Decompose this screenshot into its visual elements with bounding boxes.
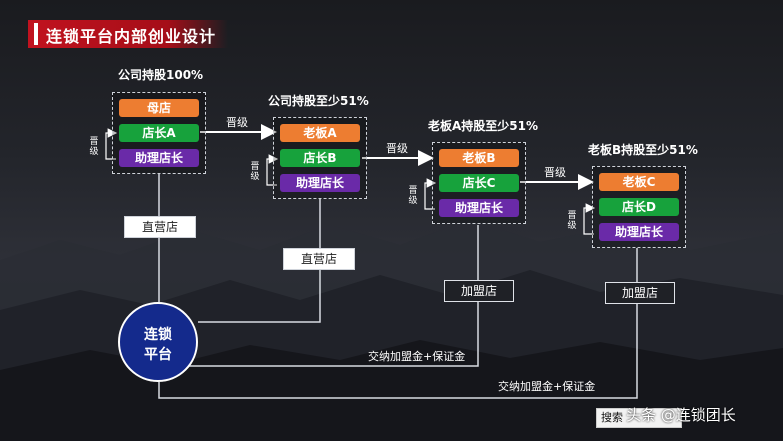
group-3-box: 老板B 店长C 助理店长 xyxy=(432,142,526,224)
role-assistant-manager: 助理店长 xyxy=(599,223,679,241)
group-2-box: 老板A 店长B 助理店长 xyxy=(273,117,367,199)
role-assistant-manager: 助理店长 xyxy=(280,174,360,192)
role-manager-a: 店长A xyxy=(119,124,199,142)
role-boss-a: 老板A xyxy=(280,124,360,142)
direct-store-tag-2: 直营店 xyxy=(283,248,355,270)
fee-label-1: 交纳加盟金+保证金 xyxy=(368,350,466,363)
promote-label-1: 晋级 xyxy=(226,116,248,129)
platform-line-1: 连锁 xyxy=(144,327,172,343)
role-assistant-manager: 助理店长 xyxy=(439,199,519,217)
group-3-label: 老板A持股至少51% xyxy=(428,119,539,133)
franchise-store-tag-1: 加盟店 xyxy=(444,280,514,302)
side-promote-label-2: 晋级 xyxy=(250,162,260,182)
role-manager-d: 店长D xyxy=(599,198,679,216)
role-boss-c: 老板C xyxy=(599,173,679,191)
group-4-box: 老板C 店长D 助理店长 xyxy=(592,166,686,248)
search-box[interactable]: 搜索 xyxy=(596,408,682,428)
group-2-label: 公司持股至少51% xyxy=(268,94,369,108)
group-4-label: 老板B持股至少51% xyxy=(588,143,698,157)
direct-store-tag-1: 直营店 xyxy=(124,216,196,238)
side-promote-label-4: 晋级 xyxy=(567,211,577,231)
side-promote-label-1: 晋级 xyxy=(89,137,99,157)
promote-label-2: 晋级 xyxy=(386,142,408,155)
group-1-label: 公司持股100% xyxy=(118,68,204,82)
role-boss-b: 老板B xyxy=(439,149,519,167)
role-assistant-manager: 助理店长 xyxy=(119,149,199,167)
role-manager-b: 店长B xyxy=(280,149,360,167)
title-bar: 连锁平台内部创业设计 xyxy=(28,20,228,48)
group-1-box: 母店 店长A 助理店长 xyxy=(112,92,206,174)
title-stripe xyxy=(34,23,38,45)
platform-line-2: 平台 xyxy=(144,347,172,363)
role-mother-store: 母店 xyxy=(119,99,199,117)
fee-label-2: 交纳加盟金+保证金 xyxy=(498,380,596,393)
franchise-store-tag-2: 加盟店 xyxy=(605,282,675,304)
side-promote-label-3: 晋级 xyxy=(408,186,418,206)
page-title: 连锁平台内部创业设计 xyxy=(46,27,217,46)
chain-platform-circle: 连锁 平台 xyxy=(118,302,198,382)
promote-label-3: 晋级 xyxy=(544,166,566,179)
role-manager-c: 店长C xyxy=(439,174,519,192)
watermark: 头条 @连锁团长 xyxy=(626,406,736,424)
